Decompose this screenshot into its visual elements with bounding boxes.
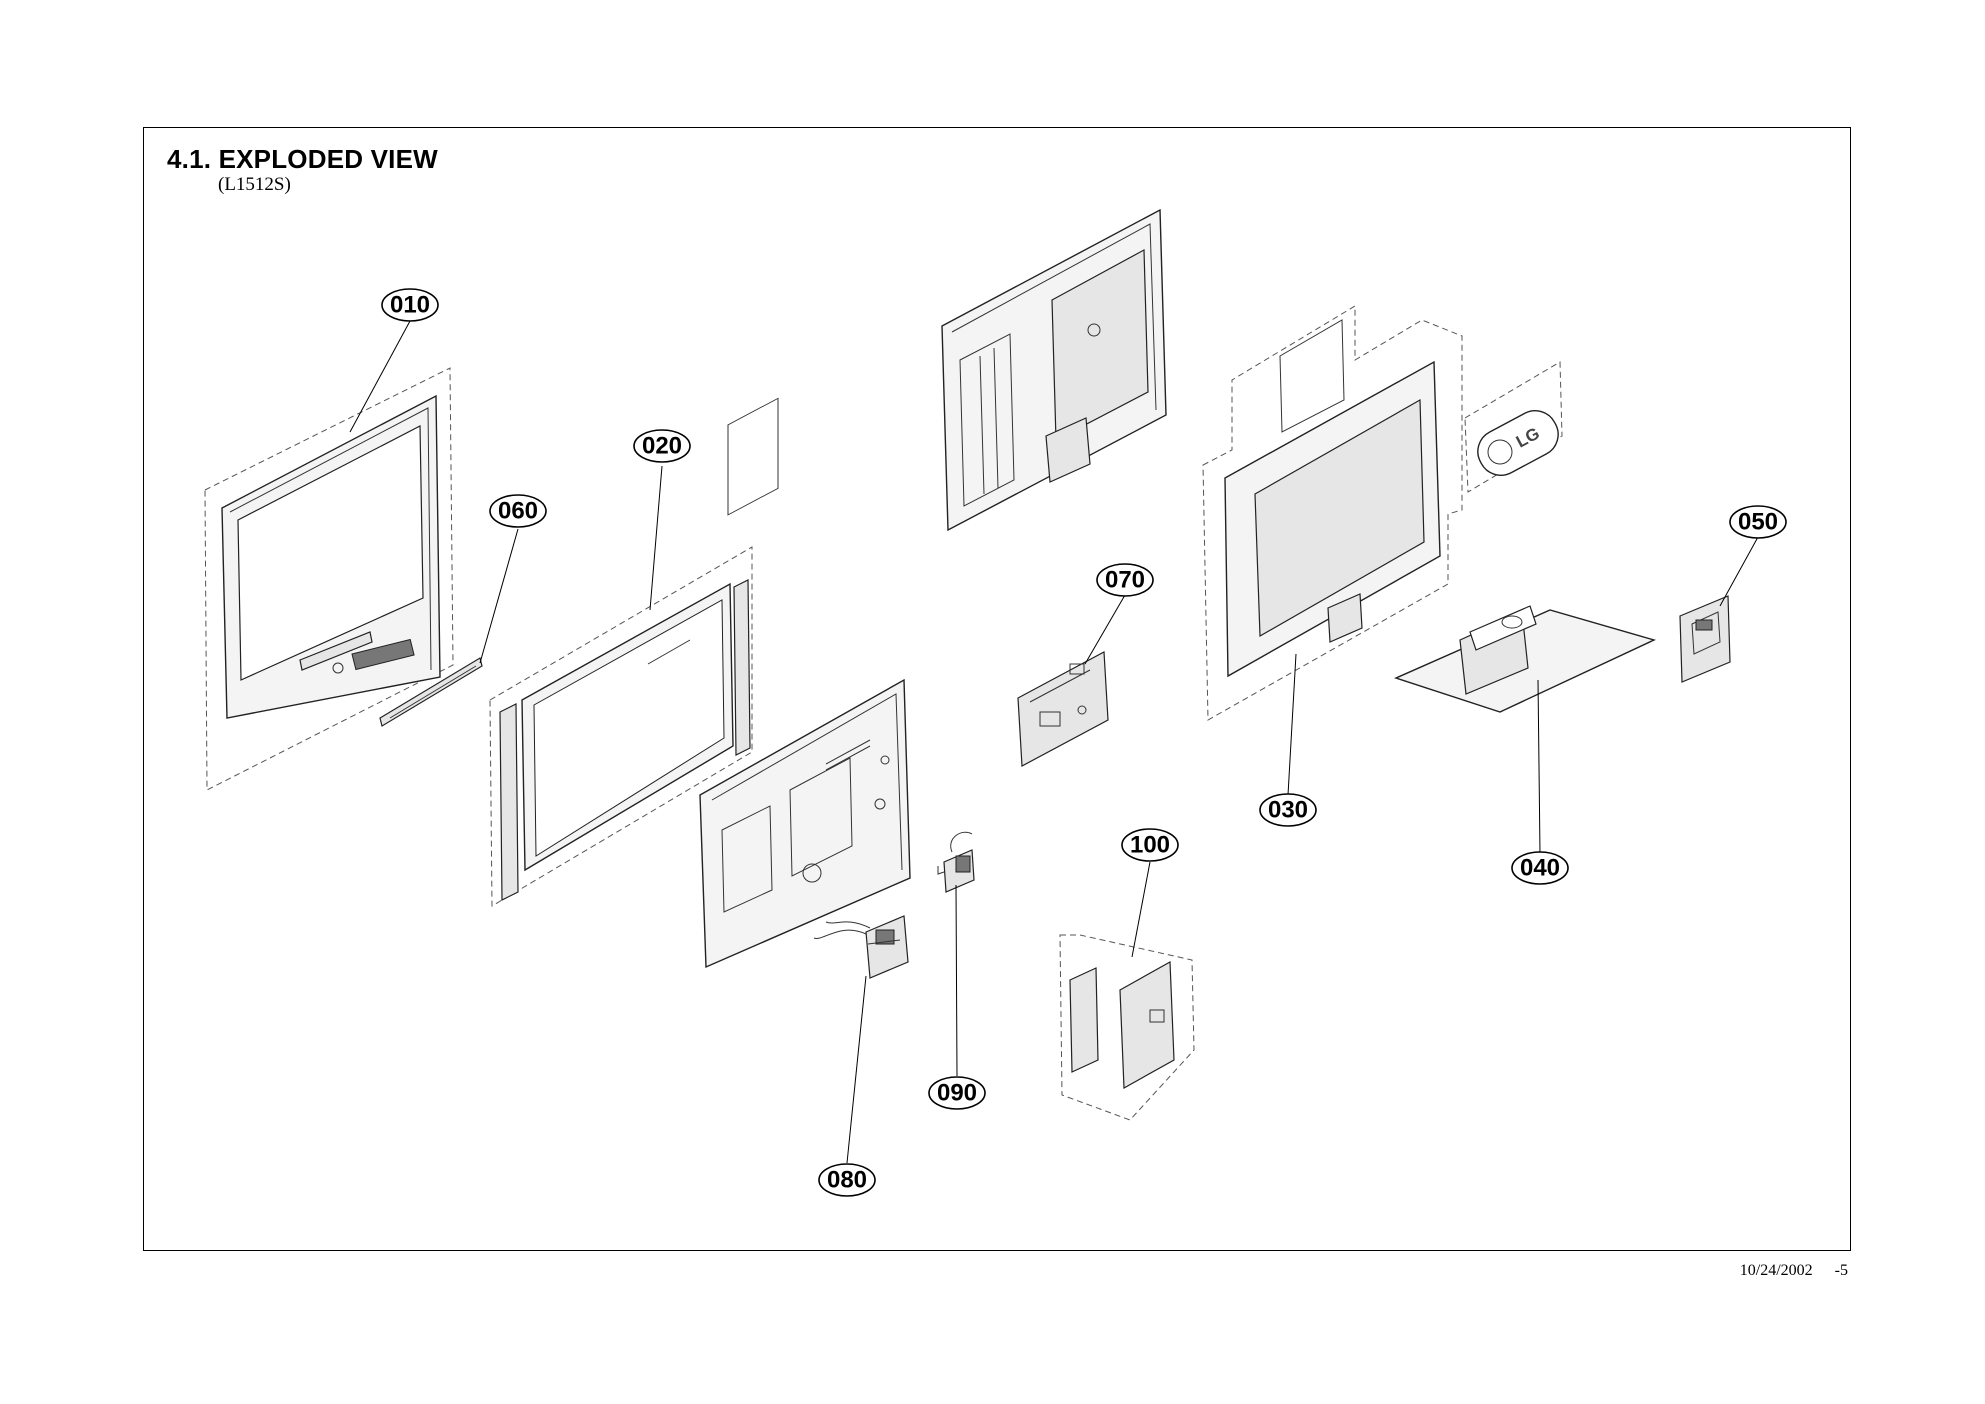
- callout-100: 100: [1121, 828, 1179, 862]
- svg-text:040: 040: [1520, 855, 1560, 882]
- part-main-board: [1017, 651, 1109, 767]
- callout-020: 020: [633, 429, 691, 463]
- callout-060: 060: [489, 494, 547, 528]
- model-number: (L1512S): [218, 174, 291, 195]
- part-lcd-panel: [489, 546, 753, 907]
- part-back-cover: [1202, 305, 1463, 721]
- page-title: 4.1. EXPLODED VIEW: [167, 144, 438, 174]
- footer-page-number: -5: [1834, 1262, 1848, 1279]
- svg-text:020: 020: [642, 433, 682, 460]
- svg-text:100: 100: [1130, 832, 1170, 859]
- part-control-strip: [379, 657, 483, 727]
- part-rear-chassis-assembly: [941, 208, 1167, 532]
- footer-date: 10/24/2002: [1739, 1262, 1813, 1279]
- page-footer: 10/24/2002 -5: [1718, 1262, 1848, 1280]
- part-shield-bracket: [1059, 934, 1195, 1121]
- svg-text:070: 070: [1105, 567, 1145, 594]
- callout-080: 080: [818, 1163, 876, 1197]
- callout-010: 010: [381, 288, 439, 322]
- svg-text:080: 080: [827, 1167, 867, 1194]
- svg-text:030: 030: [1268, 797, 1308, 824]
- diagram-frame: [143, 127, 1851, 1251]
- lg-logo-icon: [1487, 439, 1513, 465]
- callout-040: 040: [1511, 851, 1569, 885]
- callout-090: 090: [928, 1076, 986, 1110]
- part-stand: [1394, 605, 1656, 713]
- svg-text:060: 060: [498, 498, 538, 525]
- part-front-bezel: [204, 367, 454, 791]
- part-switch-bracket: [937, 831, 975, 893]
- leader-lines: [349, 320, 1759, 1164]
- part-main-chassis: [699, 397, 911, 969]
- callout-050: 050: [1729, 505, 1787, 539]
- callout-070: 070: [1096, 563, 1154, 597]
- callout-030: 030: [1259, 793, 1317, 827]
- part-hinge-cover: [1679, 595, 1731, 683]
- part-logo-plate: LG: [1464, 361, 1563, 493]
- svg-text:090: 090: [937, 1080, 977, 1107]
- part-power-inlet: [813, 915, 909, 979]
- svg-text:050: 050: [1738, 509, 1778, 536]
- svg-text:010: 010: [390, 292, 430, 319]
